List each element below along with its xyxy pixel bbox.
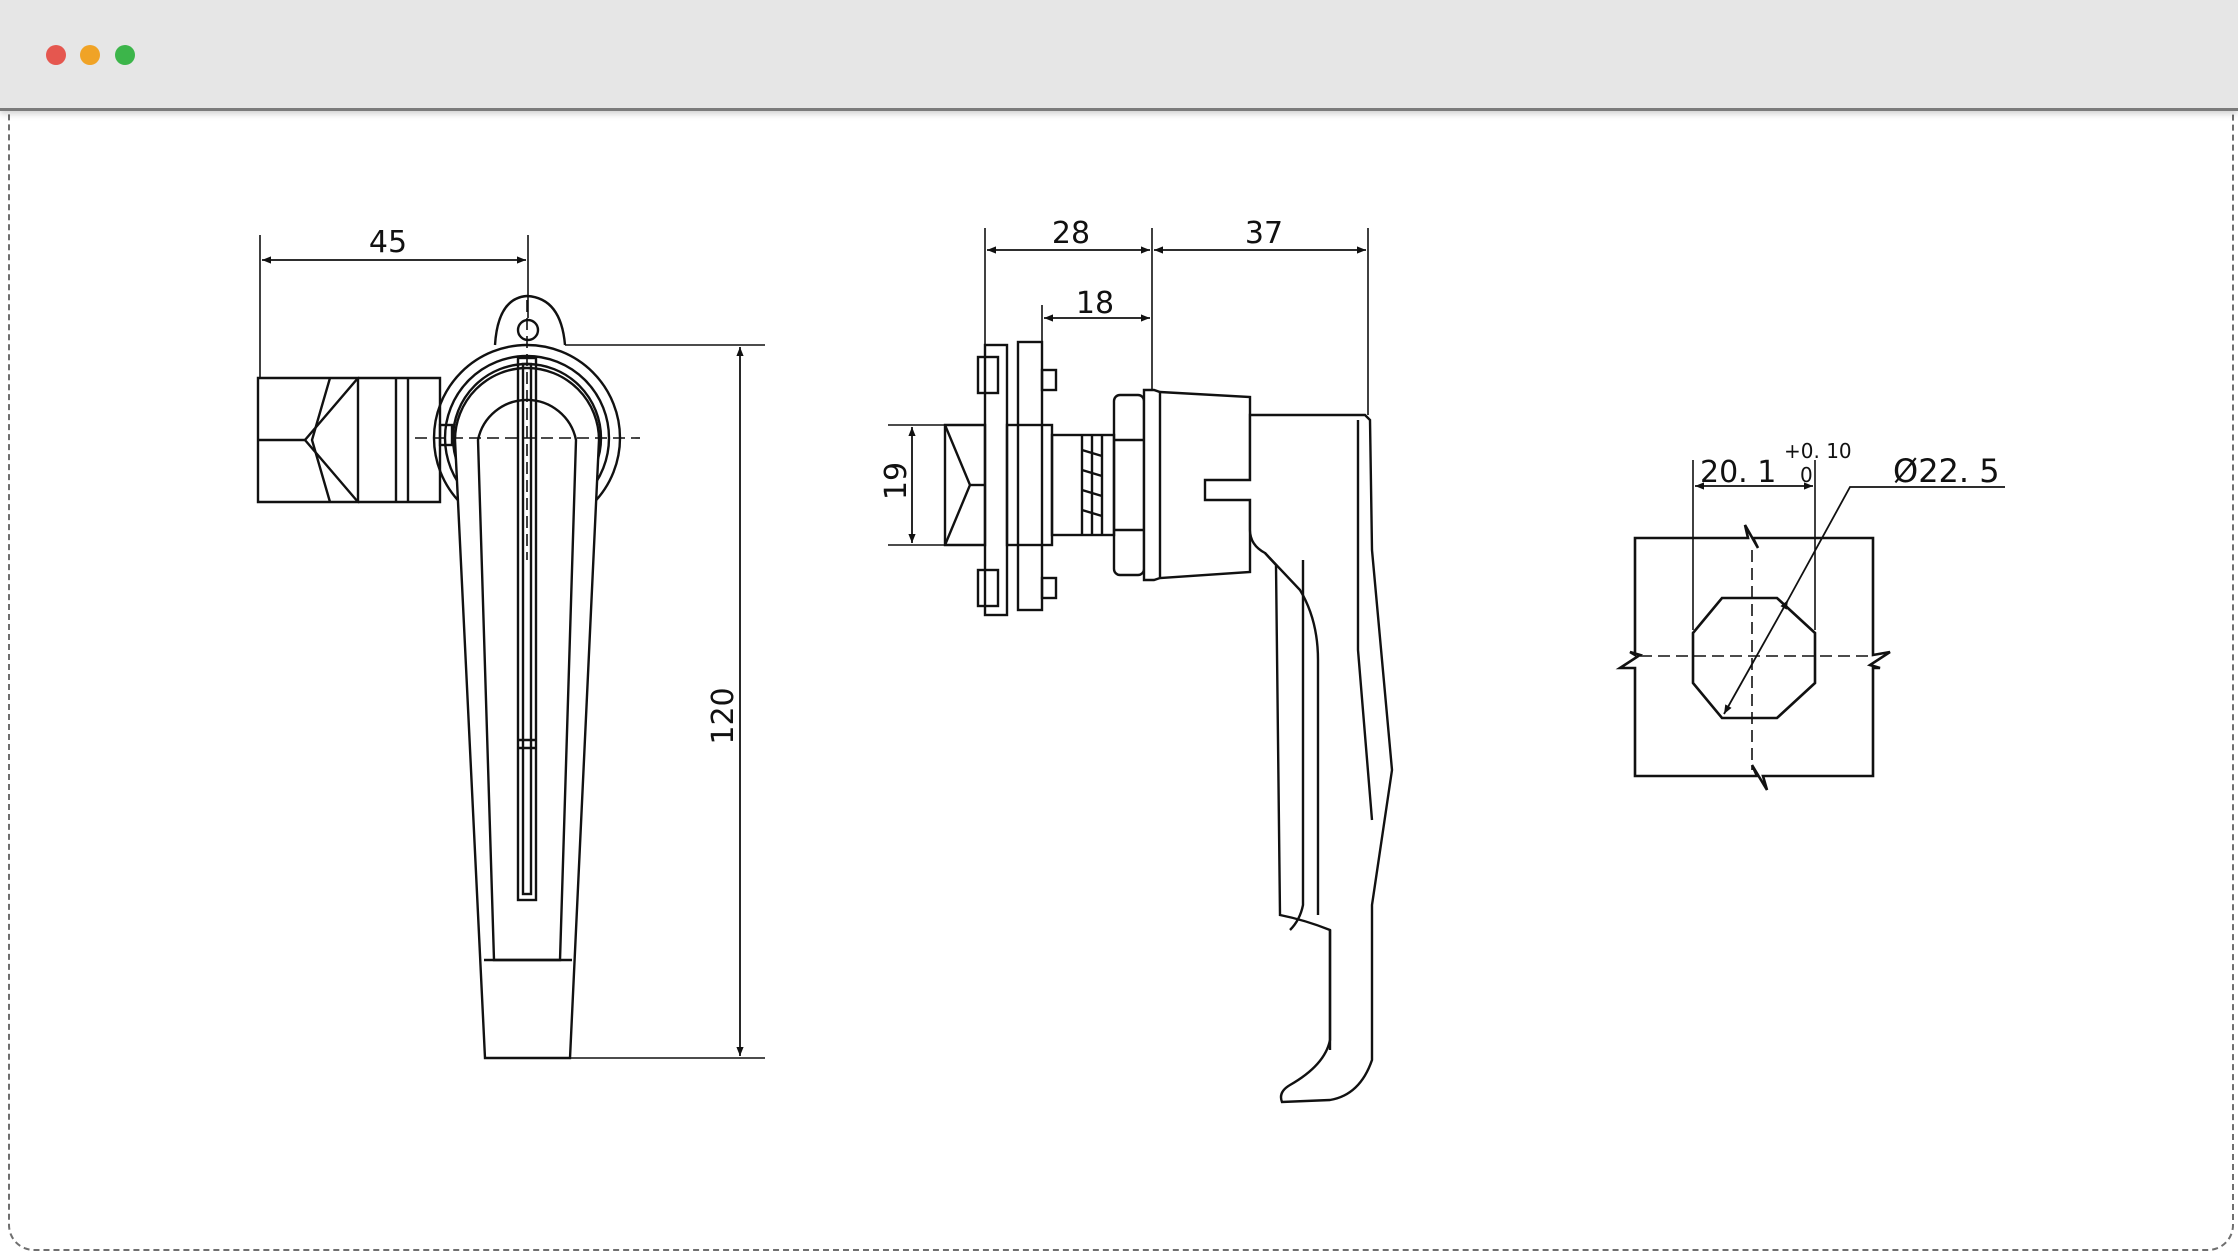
dim-120-label: 120	[706, 687, 741, 744]
dim-45-label: 45	[369, 225, 407, 260]
dim-37-label: 37	[1245, 216, 1283, 251]
dim-18-label: 18	[1076, 286, 1114, 321]
title-bar	[0, 0, 2238, 111]
dim-20-1-label: 20. 1	[1700, 455, 1776, 490]
front-view	[256, 235, 765, 1060]
side-view	[888, 228, 1394, 1104]
tolerance-upper-label: +0. 10	[1784, 439, 1852, 463]
tolerance-lower-label: 0	[1800, 463, 1813, 487]
dim-diameter-label: Ø22. 5	[1893, 452, 2000, 490]
dim-28-label: 28	[1052, 216, 1090, 251]
dim-19-label: 19	[879, 462, 914, 500]
maximize-button[interactable]	[115, 45, 135, 65]
close-button[interactable]	[46, 45, 66, 65]
minimize-button[interactable]	[80, 45, 100, 65]
panel-cutout	[1615, 460, 2005, 791]
drawing-window	[8, 0, 2234, 1251]
